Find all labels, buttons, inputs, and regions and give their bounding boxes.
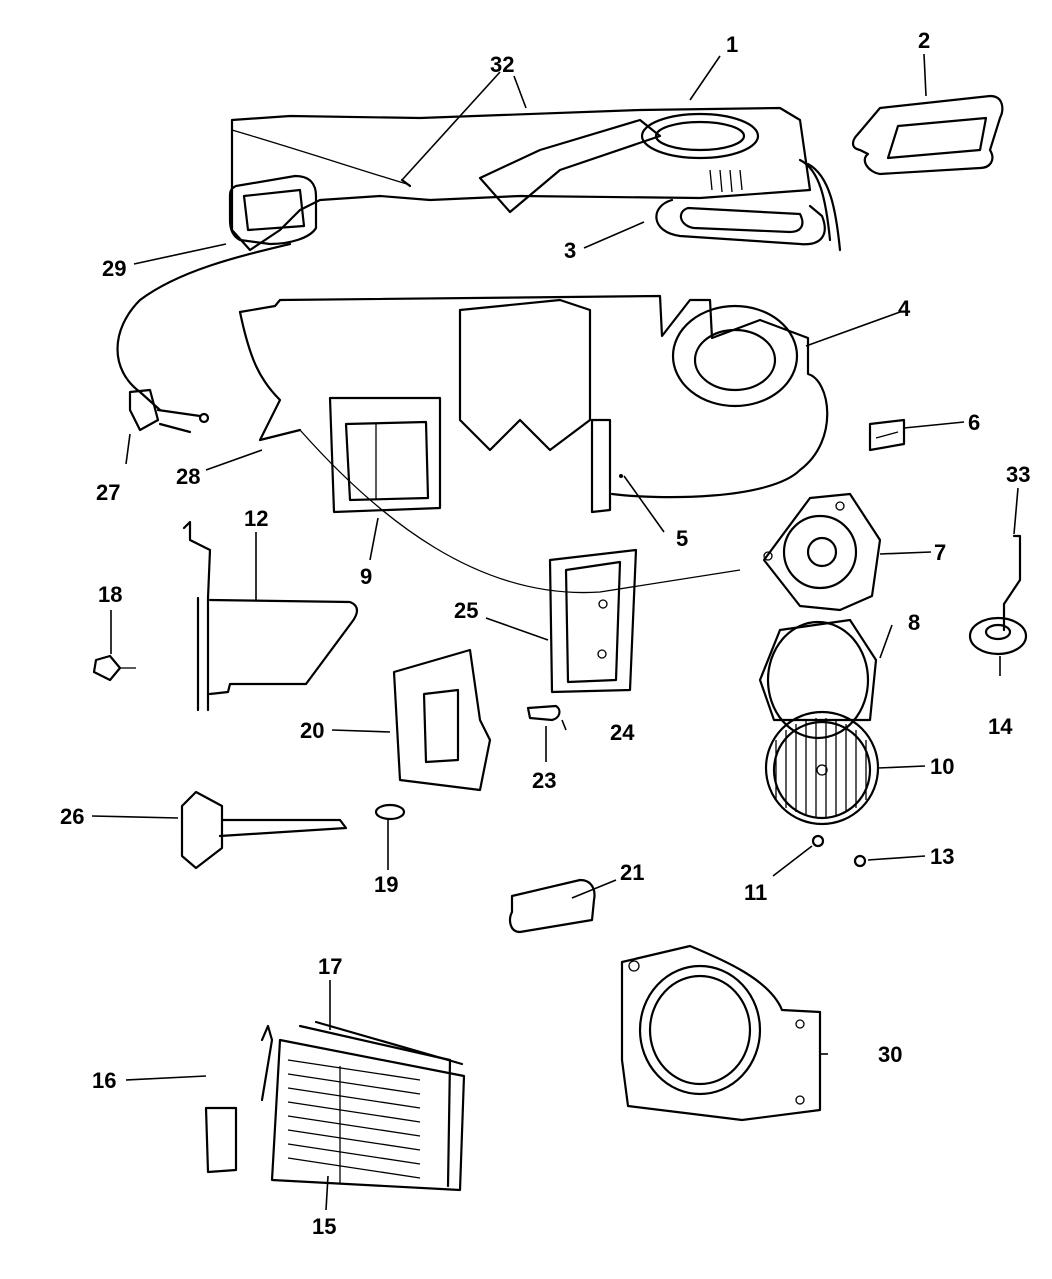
part-blend-door xyxy=(182,520,359,712)
callout-27: 27 xyxy=(96,480,120,505)
part-seal xyxy=(655,198,826,246)
part-spacer-19 xyxy=(374,803,406,821)
callout-11: 11 xyxy=(744,880,767,905)
callout-6: 6 xyxy=(968,410,980,435)
callout-5: 5 xyxy=(676,526,688,551)
leader-lines xyxy=(91,53,1019,1211)
part-gasket xyxy=(758,618,878,740)
part-door-25 xyxy=(548,548,638,694)
callout-4: 4 xyxy=(898,296,911,321)
part-heater-core xyxy=(204,1020,466,1192)
callout-1: 1 xyxy=(726,32,738,57)
part-main-housing xyxy=(238,294,829,594)
part-door-20 xyxy=(392,648,492,792)
callout-29: 29 xyxy=(102,256,126,281)
part-housing-plate xyxy=(620,944,822,1122)
callout-16: 16 xyxy=(92,1068,116,1093)
callout-13: 13 xyxy=(930,844,954,869)
part-upper-duct xyxy=(230,106,812,252)
part-clip-24 xyxy=(526,704,561,722)
vacuum-line-left xyxy=(116,242,292,412)
part-blower-wheel xyxy=(764,710,880,826)
callout-32: 32 xyxy=(490,52,514,77)
callout-19: 19 xyxy=(374,872,398,897)
part-connector xyxy=(128,388,210,434)
part-left-outlet xyxy=(228,174,318,246)
callout-7: 7 xyxy=(934,540,946,565)
callout-3: 3 xyxy=(564,238,576,263)
callout-30: 30 xyxy=(878,1042,902,1067)
callout-26: 26 xyxy=(60,804,84,829)
callout-12: 12 xyxy=(244,506,268,531)
wire-harness-right xyxy=(798,158,842,252)
part-door-frame xyxy=(328,396,442,514)
callout-8: 8 xyxy=(908,610,920,635)
part-nut-11 xyxy=(811,834,825,848)
part-grommet xyxy=(968,534,1028,656)
callout-28: 28 xyxy=(176,464,200,489)
callout-10: 10 xyxy=(930,754,954,779)
part-cover-21 xyxy=(509,878,596,934)
callout-18: 18 xyxy=(98,582,122,607)
callout-23: 23 xyxy=(532,768,556,793)
part-nut-13 xyxy=(853,854,867,868)
part-clip xyxy=(868,418,906,452)
callout-25: 25 xyxy=(454,598,478,623)
callout-17: 17 xyxy=(318,954,342,979)
callout-9: 9 xyxy=(360,564,372,589)
callout-15: 15 xyxy=(312,1214,336,1239)
callout-21: 21 xyxy=(620,860,644,885)
part-vacuum-actuator xyxy=(180,790,348,870)
callout-14: 14 xyxy=(988,714,1013,739)
callout-33: 33 xyxy=(1006,462,1030,487)
part-clip-18 xyxy=(92,654,136,682)
callout-24: 24 xyxy=(610,720,635,745)
part-right-outlet xyxy=(851,94,1004,176)
callout-20: 20 xyxy=(300,718,324,743)
part-blower-motor xyxy=(762,492,882,612)
callout-2: 2 xyxy=(918,28,930,53)
